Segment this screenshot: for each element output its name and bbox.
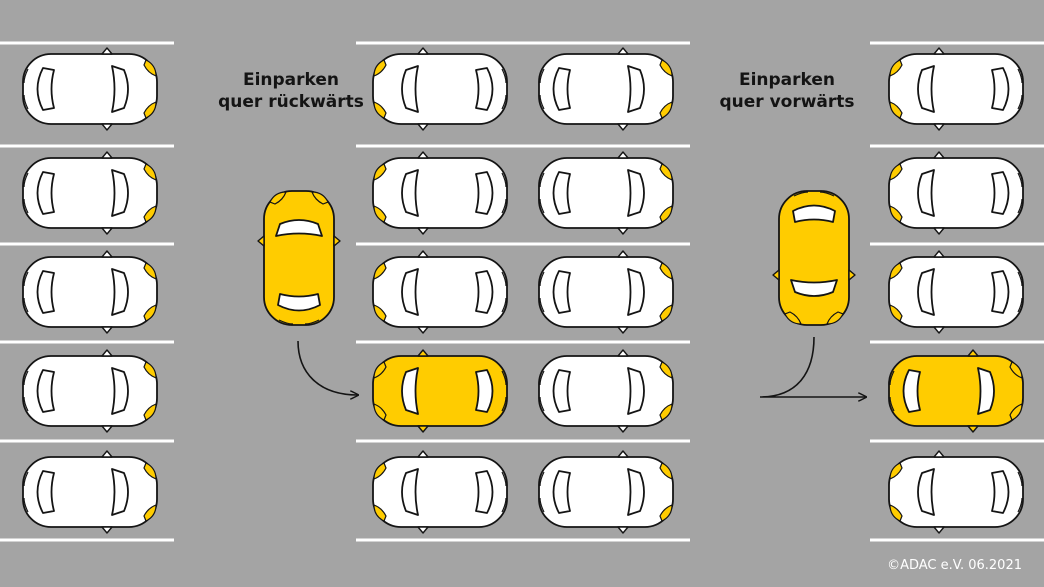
car-icon (22, 450, 158, 534)
car-icon (888, 450, 1024, 534)
label-forward-line1: Einparken (738, 70, 836, 90)
label-reverse-parking: Einparken quer rückwärts (216, 69, 366, 113)
label-reverse-line1: Einparken (242, 70, 340, 90)
parked-cars (22, 47, 1024, 534)
parking-lines (0, 41, 1044, 542)
car-icon (372, 349, 508, 433)
car-icon (372, 450, 508, 534)
car-icon (22, 151, 158, 235)
car-icon (888, 250, 1024, 334)
car-icon (22, 250, 158, 334)
copyright-credit: ©ADAC e.V. 06.2021 (887, 558, 1022, 573)
car-icon (538, 250, 674, 334)
car-icon (372, 47, 508, 131)
car-icon (372, 151, 508, 235)
car-icon (538, 450, 674, 534)
car-icon (22, 47, 158, 131)
car-icon (888, 151, 1024, 235)
car-icon (888, 47, 1024, 131)
label-forward-line2: quer vorwärts (719, 92, 855, 112)
car-icon (538, 151, 674, 235)
curved-arrow-icon (297, 340, 358, 395)
curved-arrow-icon (759, 336, 866, 397)
car-icon (372, 250, 508, 334)
car-icon (538, 47, 674, 131)
car-icon (538, 349, 674, 433)
car-icon (22, 349, 158, 433)
car-icon (772, 190, 856, 326)
car-icon (888, 349, 1024, 433)
car-icon (257, 190, 341, 326)
label-forward-parking: Einparken quer vorwärts (712, 69, 862, 113)
label-reverse-line2: quer rückwärts (218, 92, 364, 112)
